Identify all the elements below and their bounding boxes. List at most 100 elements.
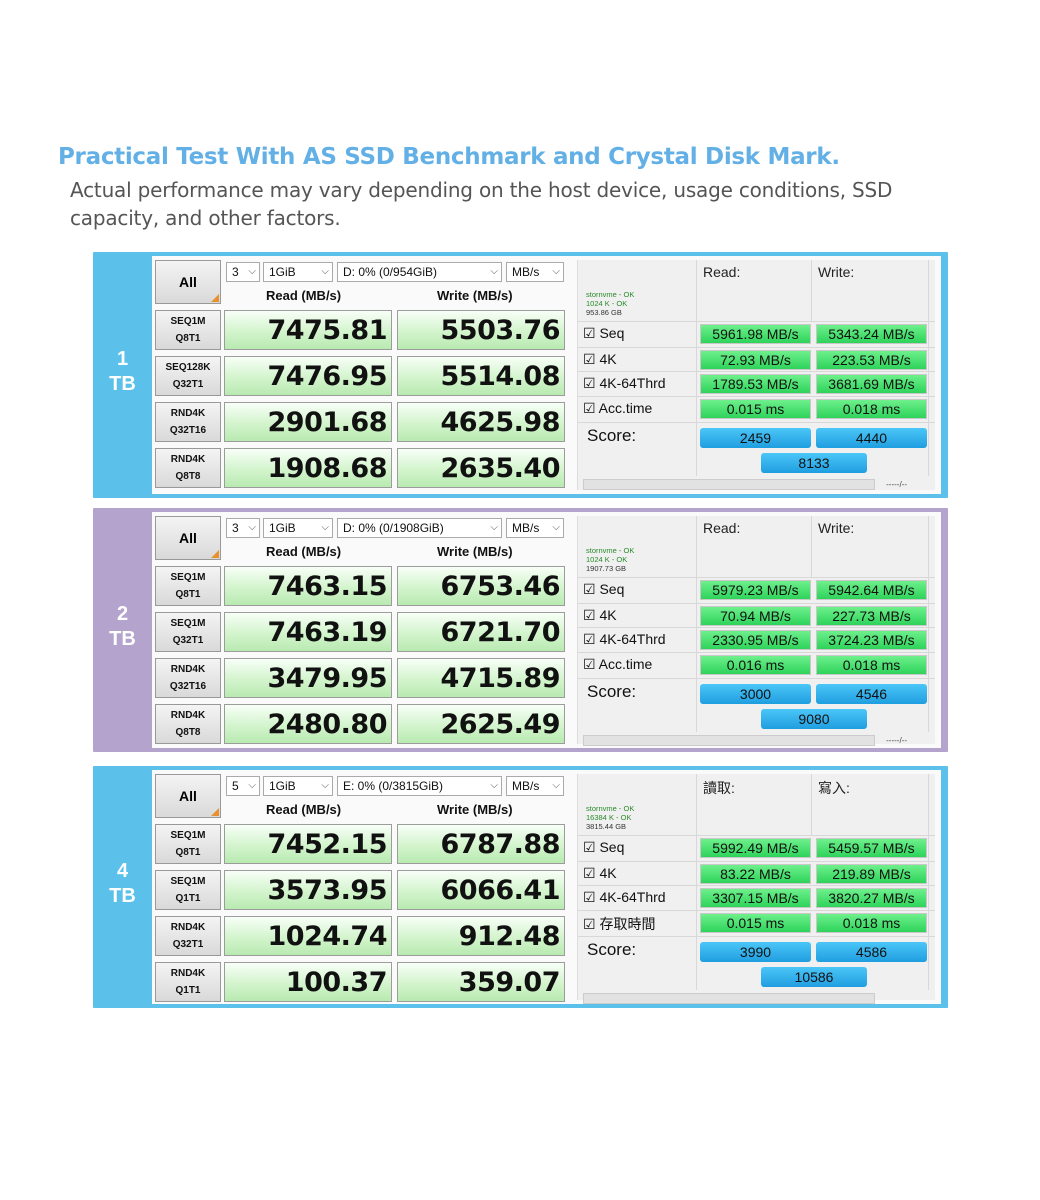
drive-info-line: stornvme - OK: [586, 546, 635, 555]
test-checkbox-label[interactable]: ☑ Seq: [583, 325, 625, 341]
row-divider: [578, 861, 935, 862]
test-count-select-value: 3: [232, 265, 239, 279]
test-name: SEQ128K: [165, 362, 211, 373]
test-name: RND4K: [170, 710, 206, 721]
drive-select-value: D: 0% (0/954GiB): [343, 265, 438, 279]
test-queue: Q32T16: [169, 681, 207, 692]
test-checkbox-label[interactable]: ☑ 4K-64Thrd: [583, 889, 666, 905]
unit-select-value: MB/s: [512, 521, 540, 535]
row-divider: [578, 627, 935, 628]
write-value-cell: 359.07: [397, 962, 565, 1002]
read-header: Read (MB/s): [266, 544, 342, 559]
unit-select[interactable]: MB/s⌵: [506, 776, 564, 796]
read-result: 0.015 ms: [700, 913, 811, 933]
all-button[interactable]: All: [155, 774, 221, 818]
read-value-cell: 2480.80: [224, 704, 392, 744]
capacity-number: 2: [116, 603, 129, 625]
write-header: Write (MB/s): [437, 544, 513, 559]
test-queue: Q1T1: [175, 893, 201, 904]
read-header: Read (MB/s): [266, 802, 342, 817]
chevron-down-icon: ⌵: [490, 522, 498, 533]
test-count-select[interactable]: 3⌵: [226, 518, 260, 538]
write-value-cell: 6787.88: [397, 824, 565, 864]
test-checkbox-label[interactable]: ☑ Seq: [583, 839, 625, 855]
drive-select[interactable]: D: 0% (0/1908GiB) ⌵: [337, 518, 502, 538]
test-size-select[interactable]: 1GiB⌵: [263, 518, 333, 538]
row-divider: [578, 396, 935, 397]
page-title: Practical Test With AS SSD Benchmark and…: [58, 144, 840, 170]
row-divider: [578, 422, 935, 423]
test-name: SEQ1M: [170, 316, 206, 327]
test-checkbox-label[interactable]: ☑ Acc.time: [583, 656, 653, 672]
all-button[interactable]: All: [155, 260, 221, 304]
unit-select[interactable]: MB/s⌵: [506, 518, 564, 538]
read-result: 5961.98 MB/s: [700, 324, 811, 344]
write-speed: 4625.98: [440, 407, 561, 438]
read-speed: 3573.95: [267, 875, 388, 906]
test-checkbox-label[interactable]: ☑ 4K: [583, 865, 617, 881]
test-count-select[interactable]: 5⌵: [226, 776, 260, 796]
test-checkbox-label[interactable]: ☑ 4K: [583, 607, 617, 623]
write-result: 3820.27 MB/s: [816, 888, 927, 908]
write-value-cell: 6066.41: [397, 870, 565, 910]
test-name: RND4K: [170, 664, 206, 675]
read-speed: 7463.15: [267, 571, 388, 602]
all-button[interactable]: All: [155, 516, 221, 560]
total-score: 8133: [761, 453, 867, 473]
page-subtitle: Actual performance may vary depending on…: [70, 178, 893, 230]
unit-select[interactable]: MB/s⌵: [506, 262, 564, 282]
test-checkbox-label[interactable]: ☑ Seq: [583, 581, 625, 597]
test-size-select-value: 1GiB: [269, 521, 296, 535]
drive-select[interactable]: D: 0% (0/954GiB)⌵: [337, 262, 502, 282]
write-value-cell: 4715.89: [397, 658, 565, 698]
progress-bar: [583, 993, 875, 1004]
read-value-cell: 7475.81: [224, 310, 392, 350]
test-count-select[interactable]: 3⌵: [226, 262, 260, 282]
read-speed: 2480.80: [267, 709, 388, 740]
progress-bar: [583, 479, 875, 490]
test-row-button[interactable]: RND4K Q32T16: [155, 658, 221, 698]
read-speed: 100.37: [285, 967, 388, 998]
elapsed-time: -----/--: [886, 480, 907, 489]
read-result: 5992.49 MB/s: [700, 838, 811, 858]
row-divider: [578, 321, 935, 322]
read-score: 3990: [700, 942, 811, 962]
test-checkbox-label[interactable]: ☑ Acc.time: [583, 400, 653, 416]
row-divider: [578, 910, 935, 911]
test-checkbox-label[interactable]: ☑ 存取時間: [583, 916, 656, 932]
test-checkbox-label[interactable]: ☑ 4K: [583, 351, 617, 367]
read-value-cell: 2901.68: [224, 402, 392, 442]
read-value-cell: 100.37: [224, 962, 392, 1002]
drive-info-line: 1024 K - OK: [586, 555, 628, 564]
total-score: 9080: [761, 709, 867, 729]
test-size-select[interactable]: 1GiB⌵: [263, 776, 333, 796]
read-speed: 1908.68: [267, 453, 388, 484]
write-result: 219.89 MB/s: [816, 864, 927, 884]
write-value-cell: 2635.40: [397, 448, 565, 488]
test-size-select[interactable]: 1GiB⌵: [263, 262, 333, 282]
write-result: 5942.64 MB/s: [816, 580, 927, 600]
read-column-header: Read:: [703, 520, 741, 536]
test-checkbox-label[interactable]: ☑ 4K-64Thrd: [583, 631, 666, 647]
write-speed: 6787.88: [440, 829, 561, 860]
drive-select[interactable]: E: 0% (0/3815GiB)⌵: [337, 776, 502, 796]
write-column-header: Write:: [818, 264, 855, 280]
test-checkbox-label[interactable]: ☑ 4K-64Thrd: [583, 375, 666, 391]
write-score: 4586: [816, 942, 927, 962]
score-label: Score:: [587, 682, 637, 701]
drive-select-value: D: 0% (0/1908GiB): [343, 521, 444, 535]
row-divider: [578, 835, 935, 836]
